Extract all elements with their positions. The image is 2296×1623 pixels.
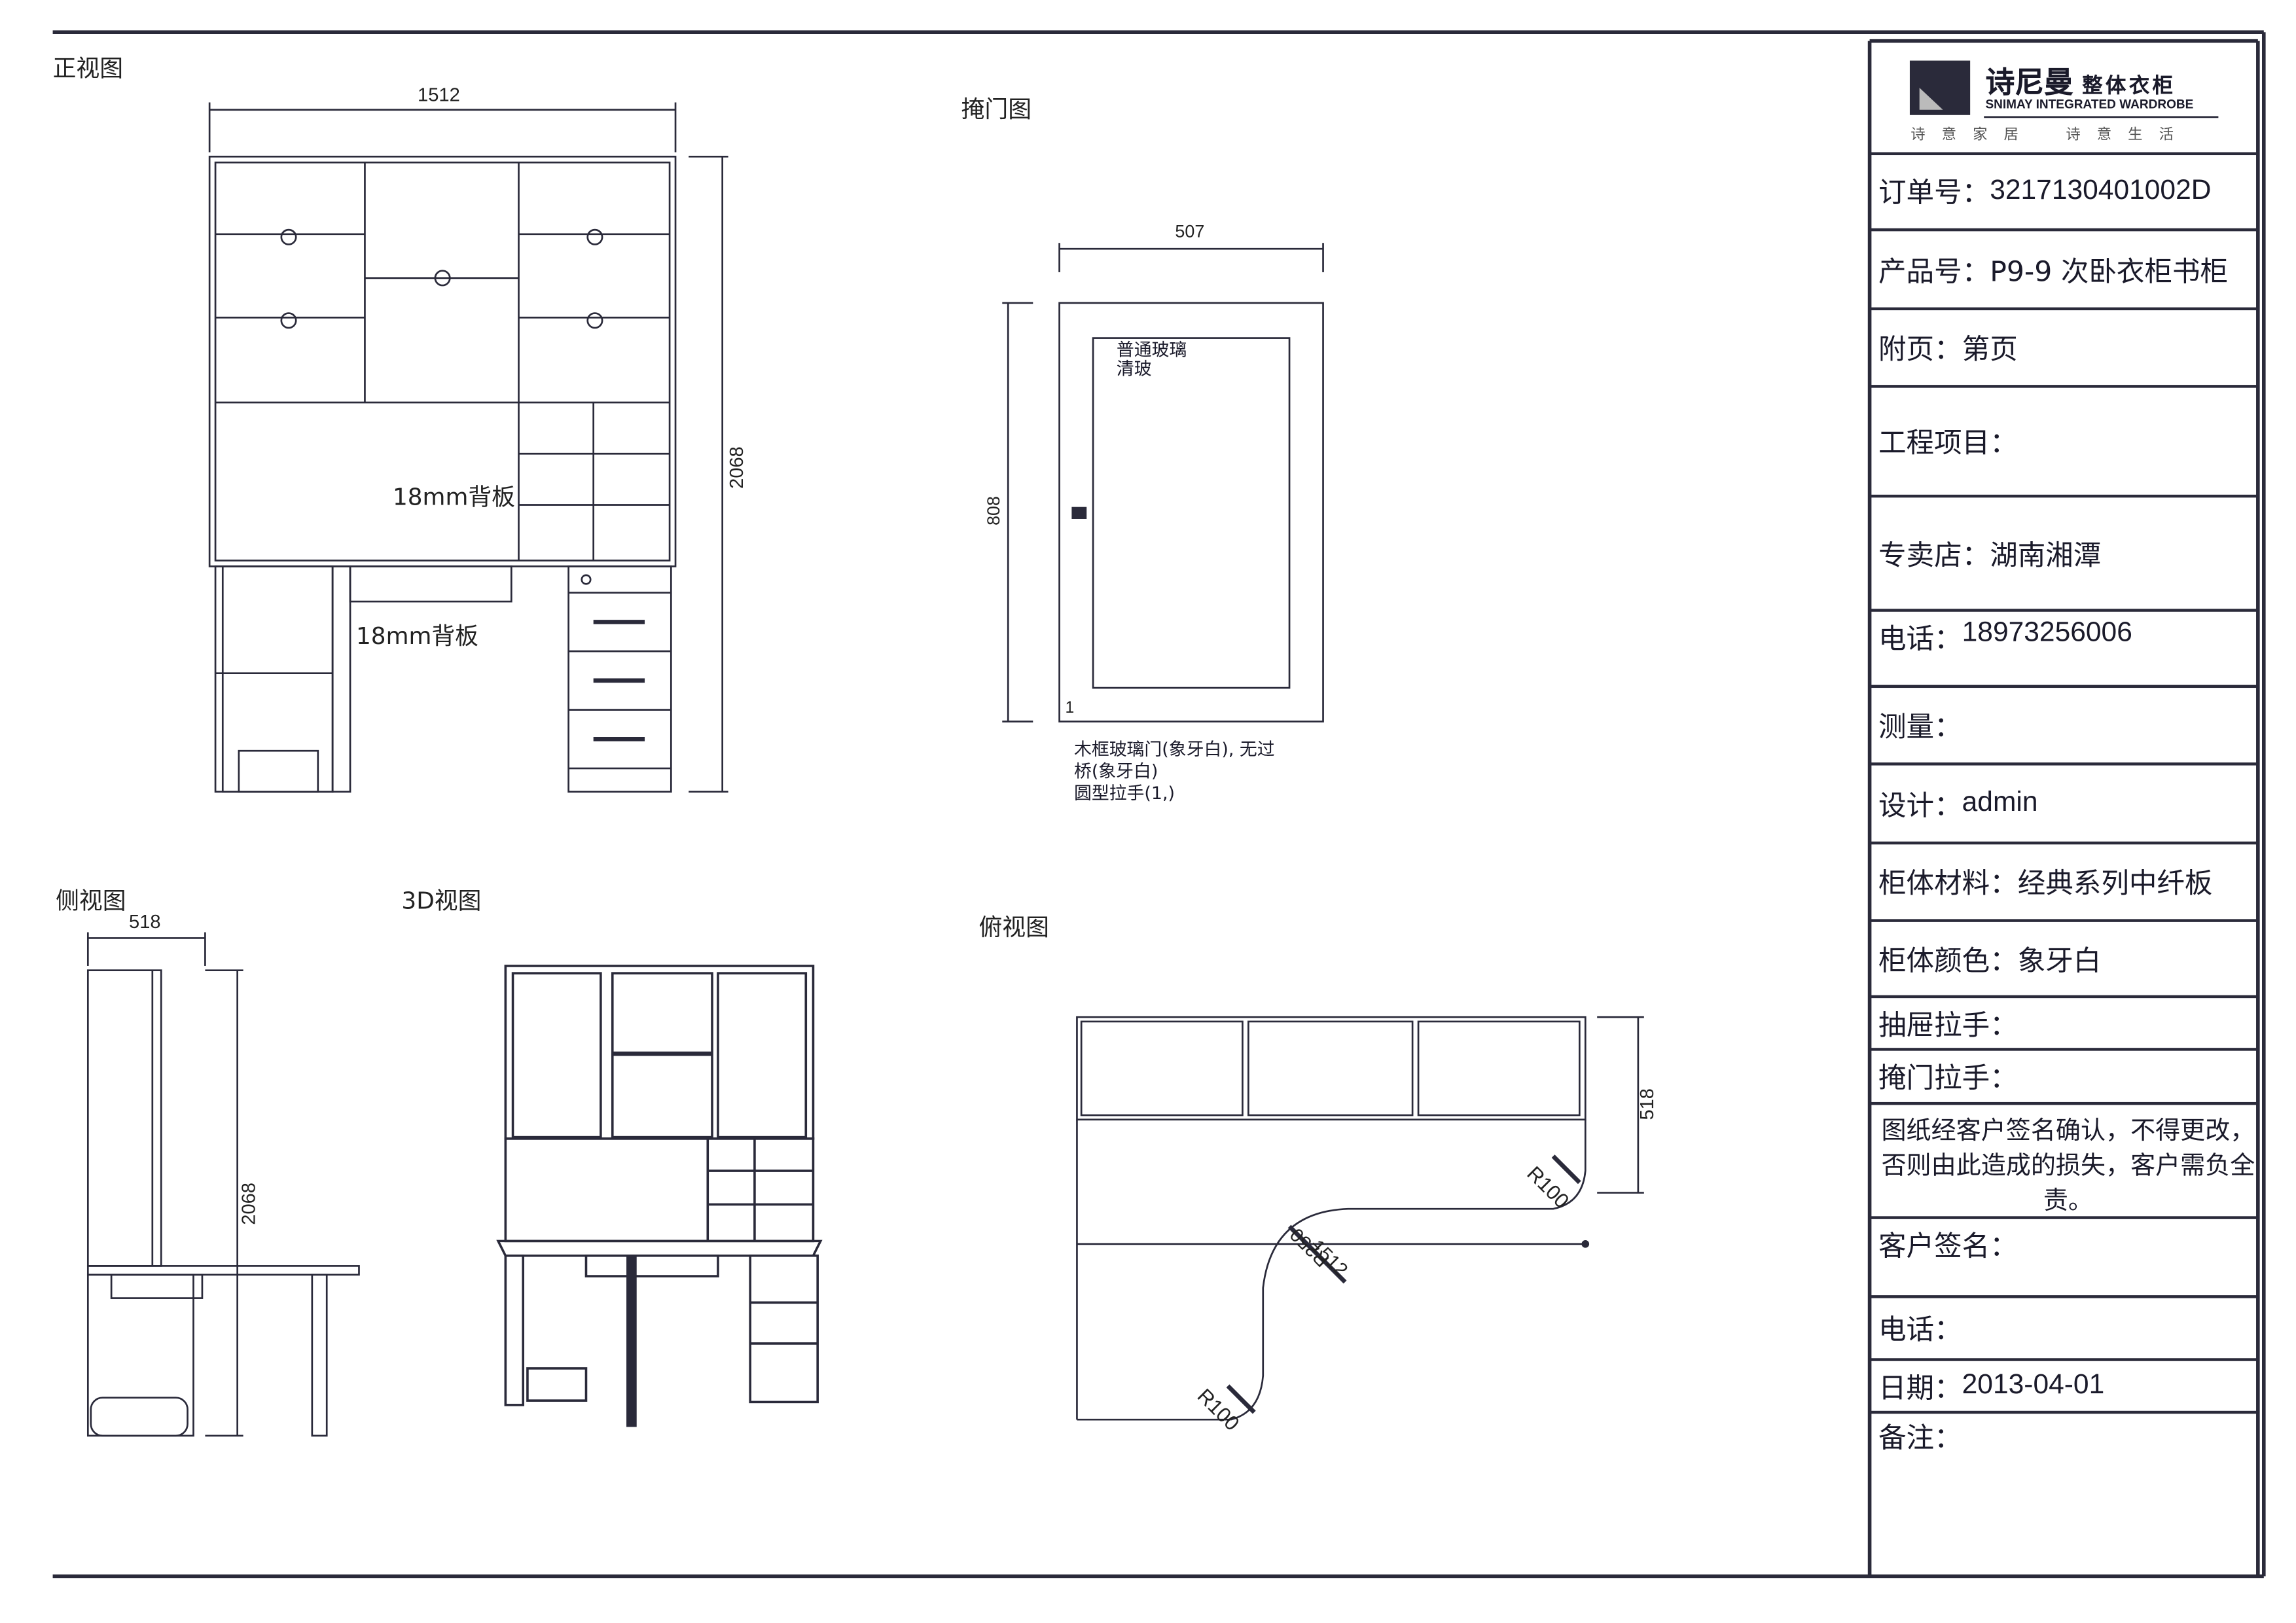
date-row: 日期：2013-04-01 bbox=[1871, 1361, 2258, 1414]
brand-logo-mark bbox=[1909, 60, 2219, 118]
phone-value: 18973256006 bbox=[1962, 617, 2132, 649]
drawer-handle-row: 抽屉拉手： bbox=[1871, 998, 2258, 1051]
color-value: 象牙白 bbox=[2017, 944, 2102, 977]
store-row: 专卖店：湖南湘潭 bbox=[1871, 497, 2258, 612]
three-d-view-title: 3D视图 bbox=[401, 887, 482, 915]
order-value: 3217130401002D bbox=[1990, 175, 2212, 206]
side-depth-dim: 518 bbox=[129, 910, 161, 933]
measure-row: 测量： bbox=[1871, 688, 2258, 766]
store-label: 专卖店： bbox=[1878, 539, 1990, 572]
door-desc-2: 桥(象牙白) bbox=[1073, 760, 1158, 782]
confirm-note: 图纸经客户签名确认，不得更改，否则由此造成的损失，客户需负全责。 bbox=[1881, 1116, 2255, 1217]
material-value: 经典系列中纤板 bbox=[2017, 868, 2213, 901]
confirm-note-row: 图纸经客户签名确认，不得更改，否则由此造成的损失，客户需负全责。 bbox=[1871, 1105, 2258, 1219]
order-label: 订单号： bbox=[1878, 177, 1990, 209]
order-row: 订单号：3217130401002D bbox=[1871, 154, 2258, 232]
door-handle-label: 掩门拉手： bbox=[1878, 1062, 2018, 1095]
divider bbox=[1869, 152, 2260, 156]
material-label: 柜体材料： bbox=[1878, 868, 2018, 901]
signature-row: 客户签名： bbox=[1871, 1219, 2258, 1298]
date-label: 日期： bbox=[1878, 1372, 1962, 1404]
project-label: 工程项目： bbox=[1878, 427, 2018, 460]
measure-label: 测量： bbox=[1878, 711, 1962, 744]
three-d-view-drawing bbox=[496, 965, 823, 1427]
front-width-dim: 1512 bbox=[418, 83, 460, 106]
brand-en: SNIMAY INTEGRATED WARDROBE bbox=[1985, 96, 2194, 111]
top-view-drawing bbox=[1076, 1016, 1644, 1421]
top-depth-dim: 518 bbox=[1636, 1088, 1658, 1120]
front-height-dim: 2068 bbox=[725, 446, 747, 489]
glass-type: 普通玻璃 bbox=[1116, 339, 1187, 361]
customer-phone-row: 电话： bbox=[1871, 1298, 2258, 1361]
page-value: 第页 bbox=[1962, 333, 2018, 366]
door-number: 1 bbox=[1065, 699, 1075, 717]
material-row: 柜体材料：经典系列中纤板 bbox=[1871, 844, 2258, 922]
brand-suffix: 整体衣柜 bbox=[2082, 75, 2176, 98]
remarks-label: 备注： bbox=[1878, 1422, 1962, 1455]
glass-sub: 清玻 bbox=[1116, 358, 1152, 380]
drawer-handle-label: 抽屉拉手： bbox=[1878, 1008, 2018, 1042]
top-view-title: 俯视图 bbox=[978, 913, 1049, 941]
side-view-title: 侧视图 bbox=[56, 887, 126, 915]
page-label: 附页： bbox=[1878, 333, 1962, 366]
door-desc-3: 圆型拉手(1,) bbox=[1073, 783, 1175, 804]
back-panel-upper-label: 18mm背板 bbox=[392, 482, 516, 511]
sheet-frame bbox=[52, 30, 2266, 1578]
phone-row: 电话：18973256006 bbox=[1871, 612, 2258, 688]
phone-label: 电话： bbox=[1878, 623, 1962, 656]
door-width-dim: 507 bbox=[1175, 221, 1205, 241]
design-label: 设计： bbox=[1878, 789, 1962, 822]
brand-slogan: 诗 意 家 居 诗 意 生 活 bbox=[1910, 127, 2179, 144]
brand-name: 诗尼曼整体衣柜 bbox=[1985, 58, 2176, 101]
project-row: 工程项目： bbox=[1871, 388, 2258, 498]
door-handle-row: 掩门拉手： bbox=[1871, 1051, 2258, 1105]
store-value: 湖南湘潭 bbox=[1990, 539, 2102, 572]
door-height-dim: 808 bbox=[983, 496, 1004, 526]
front-view-title: 正视图 bbox=[52, 54, 124, 82]
product-value: P9-9 次卧衣柜书柜 bbox=[1990, 255, 2229, 288]
door-view-title: 掩门图 bbox=[961, 95, 1032, 123]
page-row: 附页：第页 bbox=[1871, 310, 2258, 388]
color-row: 柜体颜色：象牙白 bbox=[1871, 922, 2258, 999]
design-value: admin bbox=[1962, 787, 2038, 819]
front-view-drawing bbox=[208, 102, 728, 793]
remarks-row: 备注： bbox=[1871, 1414, 2258, 1576]
door-desc-1: 木框玻璃门(象牙白), 无过 bbox=[1073, 739, 1275, 760]
product-label: 产品号： bbox=[1878, 255, 1990, 288]
date-value: 2013-04-01 bbox=[1962, 1370, 2105, 1401]
glass-type-label: 普通玻璃清玻 bbox=[1116, 339, 1187, 380]
color-label: 柜体颜色： bbox=[1878, 944, 2018, 977]
side-view-drawing bbox=[86, 932, 360, 1437]
product-row: 产品号：P9-9 次卧衣柜书柜 bbox=[1871, 231, 2258, 311]
door-description: 木框玻璃门(象牙白), 无过桥(象牙白)圆型拉手(1,) bbox=[1074, 739, 1275, 805]
door-view-drawing bbox=[1002, 243, 1324, 722]
side-height-dim: 2068 bbox=[237, 1183, 260, 1225]
brand-cn: 诗尼曼 bbox=[1985, 64, 2073, 100]
back-panel-lower-label: 18mm背板 bbox=[356, 622, 479, 650]
customer-phone-label: 电话： bbox=[1878, 1314, 1962, 1347]
signature-label: 客户签名： bbox=[1878, 1230, 2018, 1263]
design-row: 设计：admin bbox=[1871, 766, 2258, 845]
